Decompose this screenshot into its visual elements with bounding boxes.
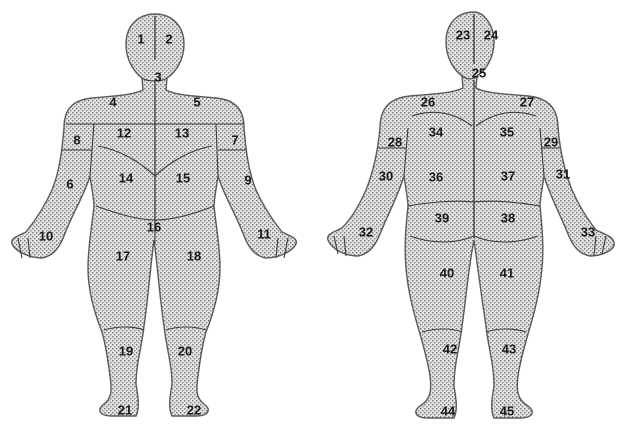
region-25-label: 25 (472, 65, 486, 80)
region-13-label: 13 (175, 125, 189, 140)
region-7-label: 7 (231, 132, 238, 147)
region-26-label: 26 (421, 94, 435, 109)
region-32-label: 32 (359, 224, 373, 239)
region-12-label: 12 (117, 125, 131, 140)
region-34-label: 34 (429, 124, 444, 139)
region-3-label: 3 (154, 69, 161, 84)
region-22-label: 22 (187, 402, 201, 417)
back-figure: 23 24 25 26 27 28 29 34 35 30 31 36 37 3… (328, 12, 615, 418)
region-44-label: 44 (441, 403, 456, 418)
region-14-label: 14 (119, 170, 134, 185)
region-35-label: 35 (500, 124, 514, 139)
region-31-label: 31 (556, 166, 570, 181)
region-38-label: 38 (501, 210, 515, 225)
region-10-label: 10 (39, 228, 53, 243)
region-33-label: 33 (581, 224, 595, 239)
region-5-label: 5 (193, 94, 200, 109)
region-4-label: 4 (109, 94, 117, 109)
region-27-label: 27 (520, 94, 534, 109)
region-11-label: 11 (257, 226, 271, 241)
region-42-label: 42 (443, 341, 457, 356)
region-17-label: 17 (116, 248, 130, 263)
region-2-label: 2 (165, 31, 172, 46)
region-9-label: 9 (244, 172, 251, 187)
region-37-label: 37 (501, 168, 515, 183)
region-41-label: 41 (500, 265, 514, 280)
region-1-label: 1 (137, 31, 144, 46)
region-40-label: 40 (440, 265, 454, 280)
region-36-label: 36 (429, 169, 443, 184)
region-8-label: 8 (73, 132, 80, 147)
region-20-label: 20 (178, 343, 192, 358)
region-24-label: 24 (484, 27, 499, 42)
region-16-label: 16 (147, 219, 161, 234)
region-23-label: 23 (456, 27, 470, 42)
region-29-label: 29 (544, 134, 558, 149)
region-6-label: 6 (66, 176, 73, 191)
region-18-label: 18 (187, 248, 201, 263)
region-15-label: 15 (176, 170, 190, 185)
region-21-label: 21 (118, 402, 132, 417)
region-19-label: 19 (119, 343, 133, 358)
region-30-label: 30 (379, 168, 393, 183)
front-figure: 1 2 3 4 5 8 7 12 13 6 9 14 15 10 11 16 1… (12, 14, 297, 417)
region-43-label: 43 (502, 341, 516, 356)
region-28-label: 28 (388, 134, 402, 149)
region-45-label: 45 (500, 403, 514, 418)
region-39-label: 39 (435, 210, 449, 225)
